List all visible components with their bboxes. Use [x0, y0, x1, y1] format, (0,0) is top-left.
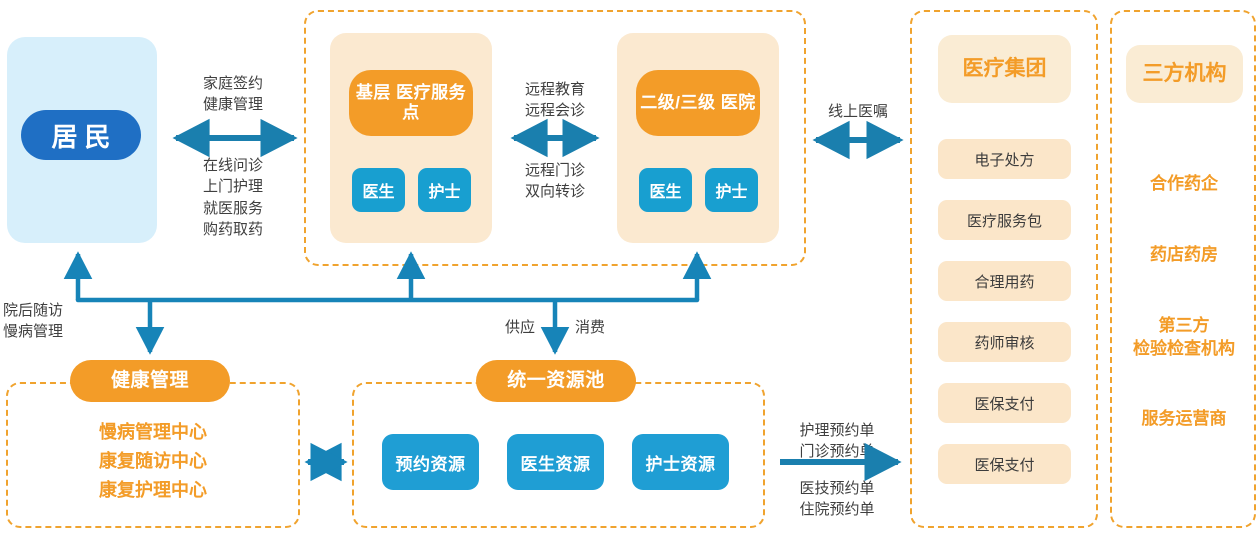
- hospital-role-nurse[interactable]: 护士: [705, 168, 758, 212]
- resource-pool-item[interactable]: 医生资源: [507, 434, 604, 490]
- supply-label: 供应: [504, 319, 535, 336]
- resident-care-label-above: 家庭签约 健康管理: [202, 75, 263, 114]
- medical-group-title[interactable]: 医疗集团: [938, 35, 1071, 103]
- medical-group-item[interactable]: 医保支付: [938, 444, 1071, 484]
- health-management-items[interactable]: 慢病管理中心 康复随访中心 康复护理中心: [99, 422, 207, 501]
- medical-group-item[interactable]: 医疗服务包: [938, 200, 1071, 240]
- third-party-item[interactable]: 合作药企: [1150, 174, 1218, 193]
- resident-care-label-below: 在线问诊 上门护理 就医服务 购药取药: [202, 157, 263, 238]
- medical-group-panel: [910, 10, 1098, 528]
- hospital-role-doctor[interactable]: 医生: [639, 168, 692, 212]
- pool-group-label-below: 医技预约单 住院预约单: [799, 480, 875, 519]
- medical-group-item[interactable]: 合理用药: [938, 261, 1071, 301]
- third-party-item[interactable]: 药店药房: [1150, 245, 1218, 264]
- primary-care-role-doctor[interactable]: 医生: [352, 168, 405, 212]
- third-party-panel: [1110, 10, 1256, 528]
- health-management-title[interactable]: 健康管理: [70, 360, 230, 402]
- third-party-title[interactable]: 三方机构: [1126, 45, 1243, 103]
- care-link-label-above: 远程教育 远程会诊: [524, 81, 585, 120]
- resident-pill[interactable]: 居民: [21, 110, 141, 160]
- medical-group-item[interactable]: 医保支付: [938, 383, 1071, 423]
- primary-care-role-nurse[interactable]: 护士: [418, 168, 471, 212]
- care-group-label: 线上医嘱: [827, 103, 888, 120]
- bus-left-label: 院后随访 慢病管理: [3, 302, 64, 341]
- resource-pool-item[interactable]: 预约资源: [382, 434, 479, 490]
- third-party-item[interactable]: 服务运营商: [1141, 409, 1227, 428]
- hospital-title[interactable]: 二级/三级 医院: [636, 70, 760, 136]
- hospital-card: [617, 33, 779, 243]
- consume-label: 消费: [574, 319, 605, 336]
- care-panel: [304, 10, 806, 266]
- pool-group-label-above: 护理预约单 门诊预约单: [799, 422, 875, 461]
- third-party-item[interactable]: 第三方 检验检查机构: [1133, 316, 1235, 358]
- resource-pool-title[interactable]: 统一资源池: [476, 360, 636, 402]
- resource-pool-item[interactable]: 护士资源: [632, 434, 729, 490]
- care-link-label-below: 远程门诊 双向转诊: [524, 162, 585, 201]
- primary-care-title[interactable]: 基层 医疗服务点: [349, 70, 473, 136]
- medical-group-item[interactable]: 药师审核: [938, 322, 1071, 362]
- primary-care-card: [330, 33, 492, 243]
- medical-group-item[interactable]: 电子处方: [938, 139, 1071, 179]
